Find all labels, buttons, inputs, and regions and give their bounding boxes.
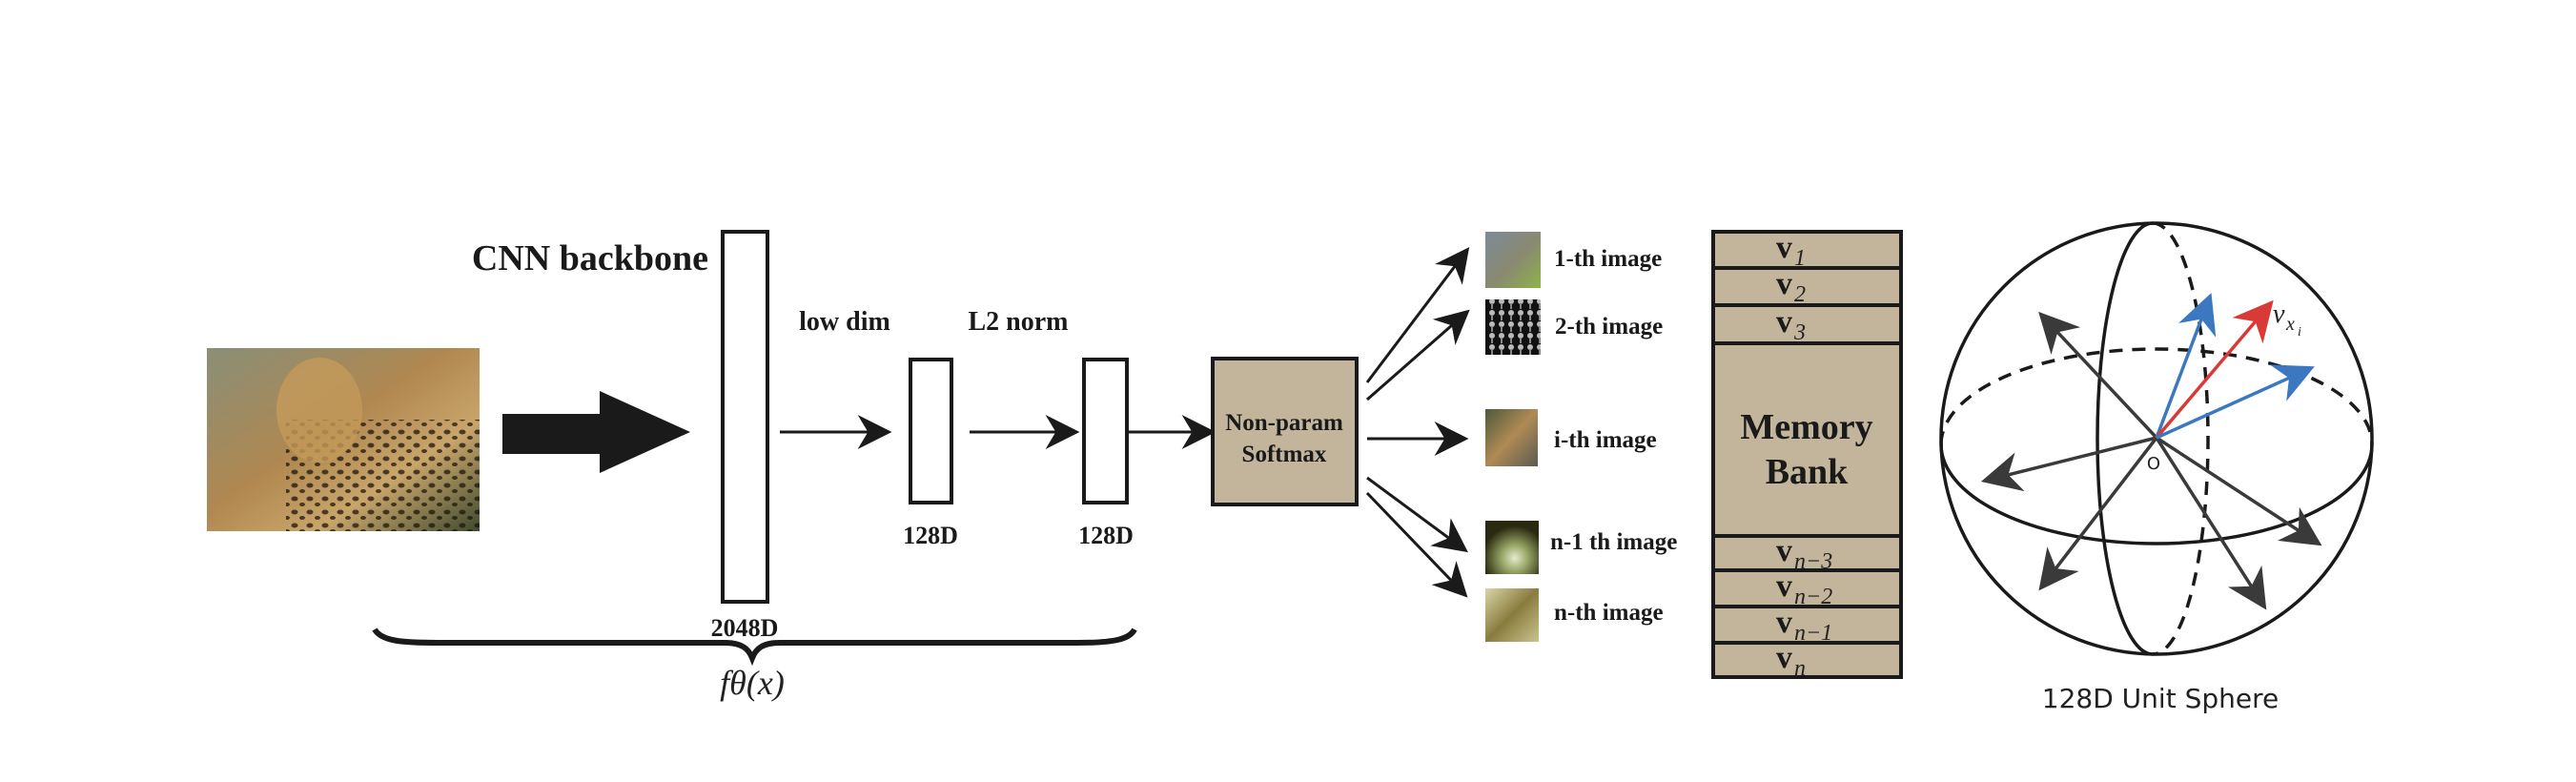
sphere-vectors: [1980, 293, 2322, 610]
arrow-to-image-2: [1366, 309, 1470, 401]
memory-row-label-bottom-1-subscript: n−2: [1794, 585, 1832, 609]
vector-dark-4: [2155, 437, 2267, 610]
vector-dark-1: [2038, 311, 2158, 440]
memory-row-v1: [1711, 230, 1903, 270]
fanout-arrows: [1365, 247, 1470, 598]
backbone-dim-label: 2048D: [711, 614, 779, 642]
thumbnail-image-1: [1485, 232, 1541, 288]
svg-text:x: x: [2285, 314, 2295, 335]
l2norm-dim-label: 128D: [1078, 522, 1134, 549]
vector-dark-3: [2038, 436, 2158, 591]
vector-red-vxi: [2155, 299, 2274, 440]
softmax-label-line2: Softmax: [1242, 442, 1327, 467]
memory-row-label-bottom-3-subscript: n: [1794, 656, 1806, 681]
input-image-leopard: [207, 348, 480, 531]
softmax-label-line1: Non-param: [1225, 410, 1343, 436]
unit-sphere: [1939, 221, 2374, 656]
thumbnail-image-n: [1485, 588, 1539, 642]
image-label-i: i-th image: [1554, 427, 1657, 453]
lowdim-feature-box: [909, 358, 953, 504]
arrow-to-image-n-1: [1366, 476, 1468, 553]
memory-row-label-top-1-symbol: v: [1776, 266, 1792, 301]
memory-row-label-top-0-subscript: 1: [1794, 246, 1806, 271]
memory-row-label-top-2-symbol: v: [1776, 304, 1792, 340]
thumbnail-image-n-1: [1485, 521, 1539, 574]
memory-row-v2: [1711, 266, 1903, 307]
memory-bank: [1711, 230, 1903, 679]
sphere-caption: 128D Unit Sphere: [2042, 683, 2279, 714]
lowdim-dim-label: 128D: [903, 522, 958, 549]
equator-back: [1939, 347, 2374, 445]
backbone-feature-box: [721, 230, 769, 604]
vector-dark-5: [2156, 436, 2322, 546]
l2norm-feature-box: [1082, 358, 1129, 504]
svg-text:v: v: [2273, 299, 2285, 329]
meridian-back: [2152, 221, 2210, 656]
memory-bank-body: [1711, 341, 1903, 538]
vector-label-vxi: v x i: [2273, 299, 2301, 340]
svg-text:i: i: [2298, 325, 2301, 340]
brace-icon: [372, 628, 1137, 667]
vector-blue-1: [2155, 293, 2217, 439]
image-label-n: n-th image: [1554, 600, 1664, 626]
memory-row-label-top-0-symbol: v: [1776, 230, 1792, 265]
image-label-n-1: n-1 th image: [1550, 529, 1677, 555]
memory-row-v3: [1711, 303, 1903, 345]
memory-row-label-bottom-0-symbol: v: [1776, 533, 1792, 568]
brace-label: fθ(x): [720, 664, 785, 702]
arrow-to-image-1: [1365, 247, 1470, 383]
memory-row-label-bottom-2-subscript: n−1: [1794, 621, 1832, 646]
memory-row-label-top-1-subscript: 2: [1794, 282, 1806, 307]
memory-row-label-top-2-subscript: 3: [1793, 320, 1806, 345]
origin-label: O: [2147, 454, 2160, 474]
l2norm-label: L2 norm: [969, 307, 1069, 337]
memory-bank-title-line1: Memory: [1740, 407, 1872, 447]
thumbnail-image-2: [1485, 299, 1541, 355]
vector-dark-2: [1980, 436, 2157, 492]
big-arrow-icon: [502, 391, 690, 473]
vector-blue-2: [2156, 364, 2315, 440]
memory-row-label-bottom-1-symbol: v: [1776, 568, 1792, 604]
backbone-label: CNN backbone: [472, 238, 708, 278]
arrow-to-image-n: [1365, 491, 1468, 598]
image-label-1: 1-th image: [1554, 246, 1662, 272]
memory-row-vn-1: [1711, 605, 1903, 645]
memory-row-label-bottom-0-subscript: n−3: [1794, 549, 1832, 574]
memory-bank-title-line2: Bank: [1766, 452, 1849, 492]
image-label-2: 2-th image: [1555, 314, 1663, 340]
memory-row-label-bottom-3-symbol: v: [1776, 640, 1792, 675]
softmax-box: [1211, 357, 1359, 506]
equator-front: [1939, 443, 2374, 545]
meridian-front: [2096, 221, 2154, 656]
memory-row-vn: [1711, 641, 1903, 679]
thumbnail-image-i: [1485, 409, 1538, 466]
lowdim-label: low dim: [799, 307, 890, 337]
memory-row-label-bottom-2-symbol: v: [1776, 605, 1792, 640]
